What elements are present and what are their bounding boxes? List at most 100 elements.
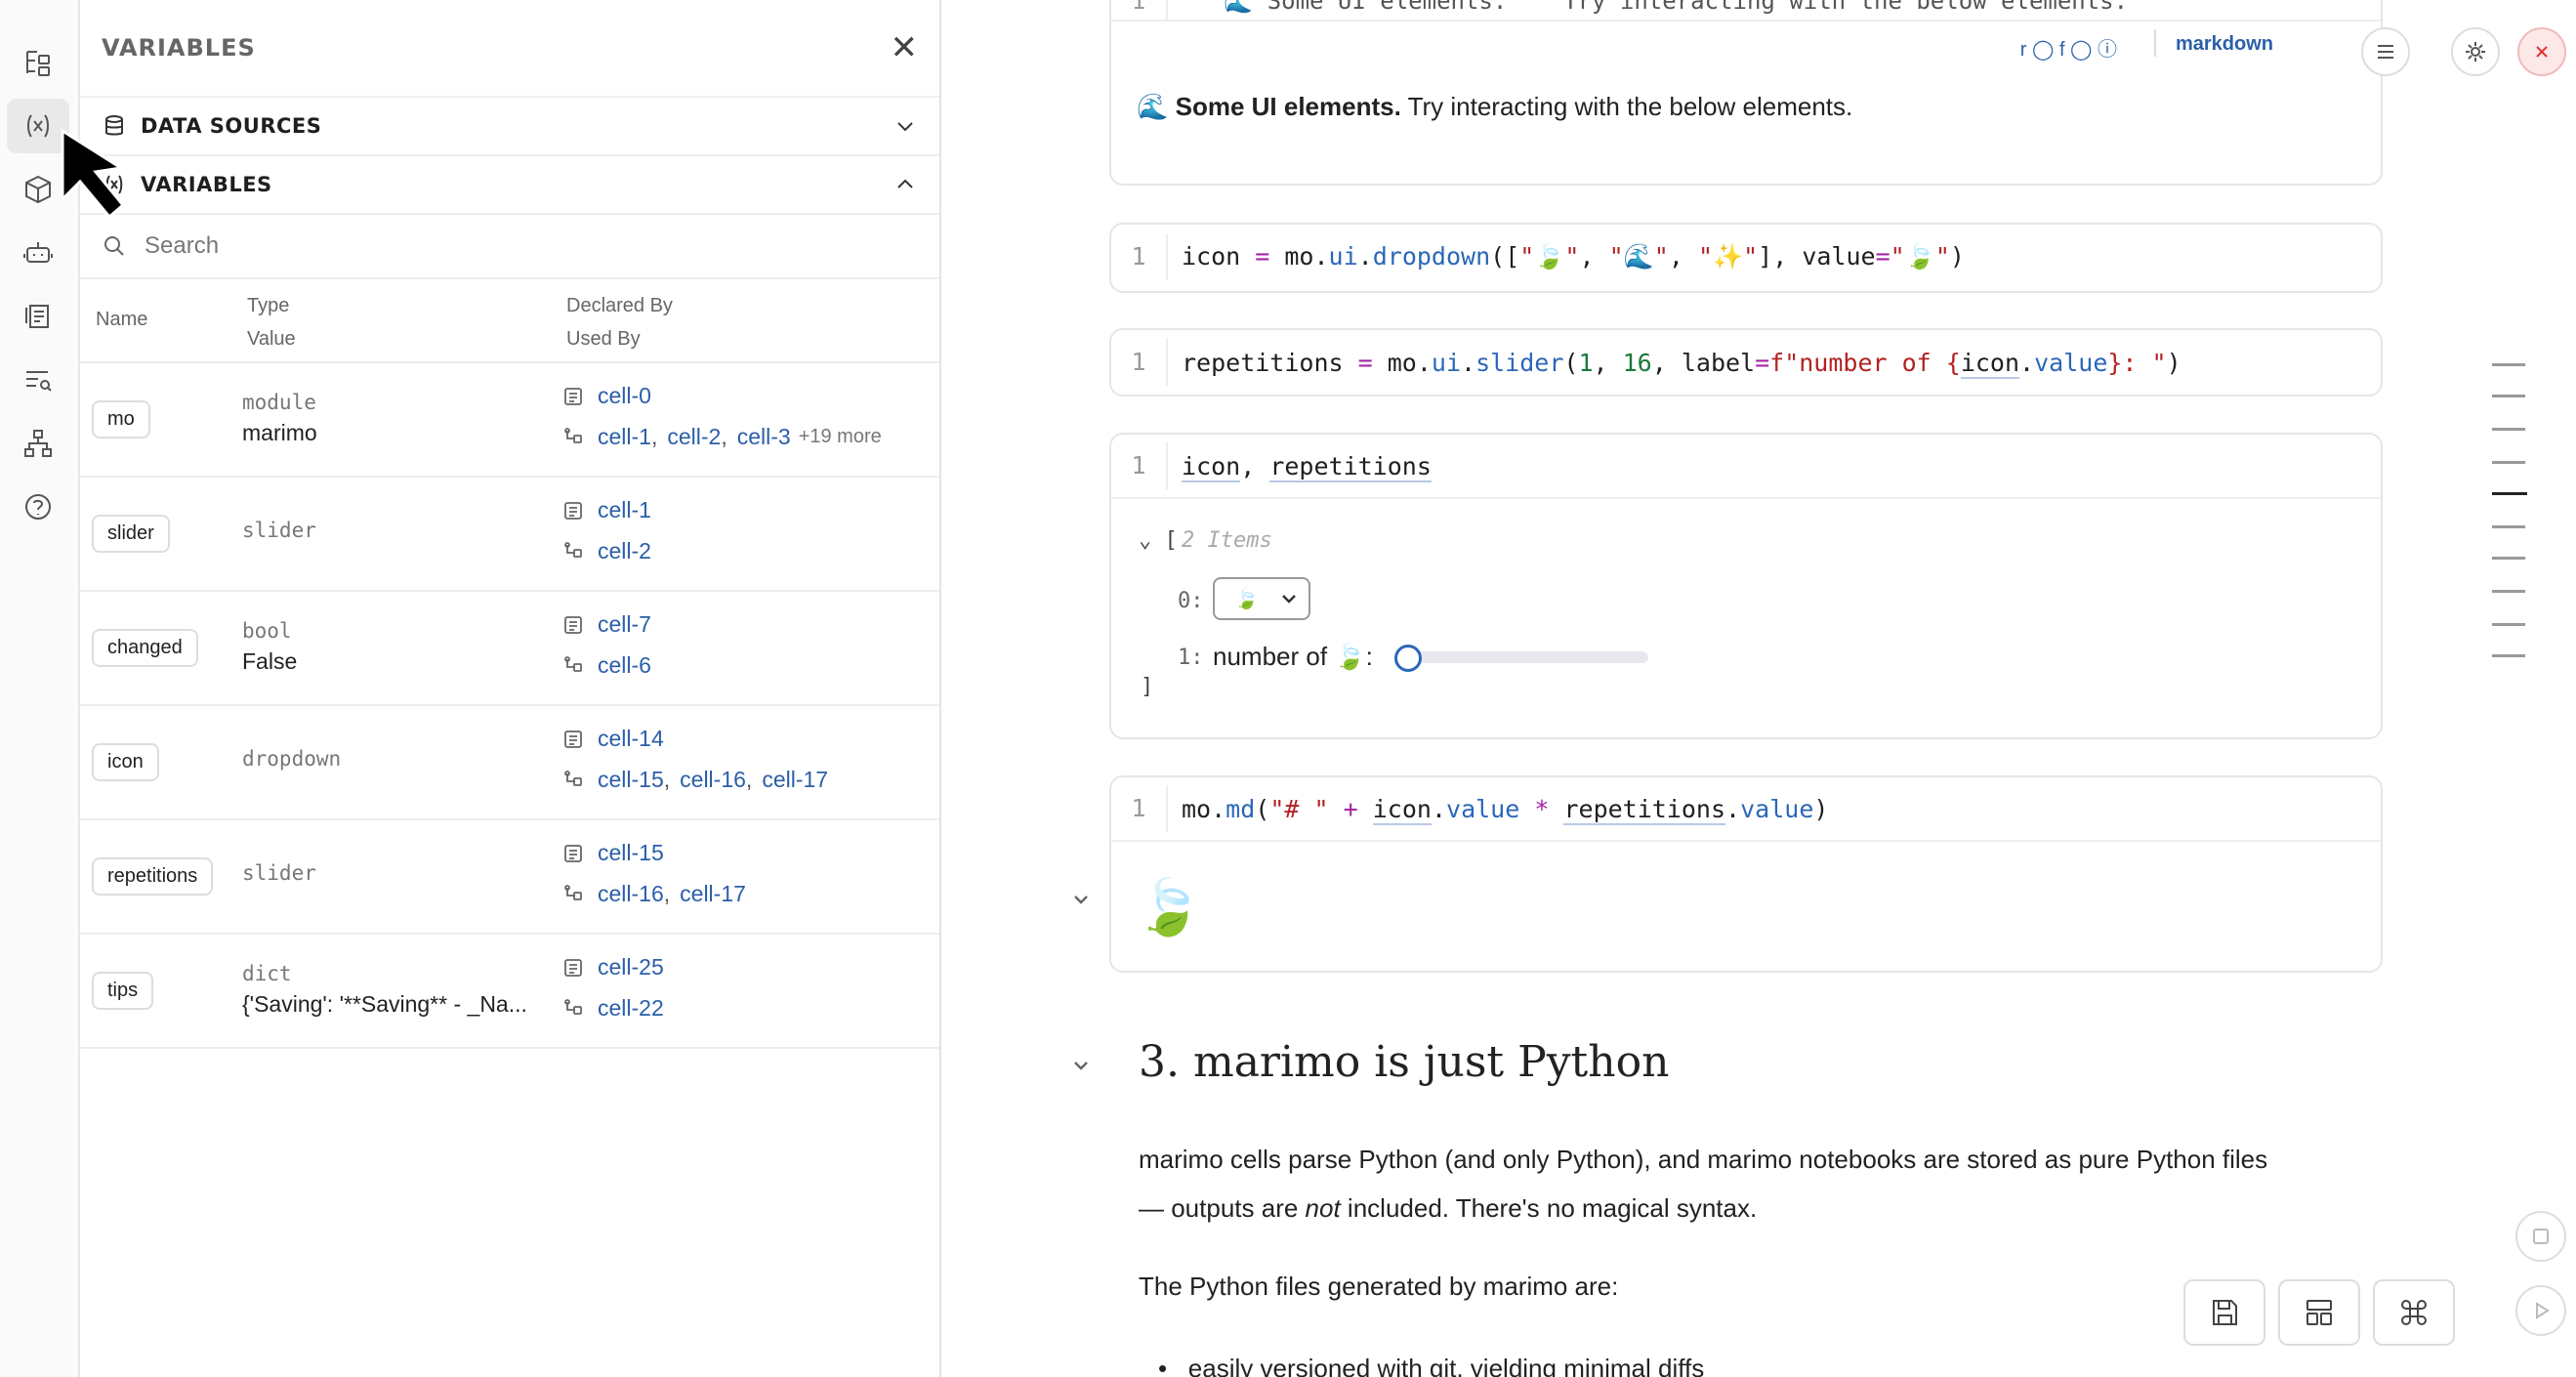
para-text-em: not xyxy=(1305,1193,1341,1223)
cell-link[interactable]: cell-14 xyxy=(598,726,664,751)
col-declared-by[interactable]: Declared By xyxy=(566,295,673,316)
logs-scroll-icon[interactable] xyxy=(7,289,69,344)
language-toolbar[interactable]: r ◯ f ◯ ⓘ xyxy=(2019,39,2117,61)
cell-link[interactable]: cell-1 xyxy=(598,424,651,449)
help-icon[interactable] xyxy=(7,480,69,534)
cell-link[interactable]: cell-2 xyxy=(598,538,651,563)
cell-link[interactable]: cell-1 xyxy=(598,497,651,522)
menu-button[interactable] xyxy=(2361,27,2410,76)
variables-icon[interactable] xyxy=(7,99,69,153)
used-by: cell-22 xyxy=(562,995,664,1022)
search-input[interactable] xyxy=(145,232,730,260)
cell-link[interactable]: cell-22 xyxy=(598,995,664,1021)
shutdown-button[interactable] xyxy=(2517,27,2566,76)
variable-name-chip[interactable]: icon xyxy=(92,743,159,781)
command-palette-button[interactable] xyxy=(2373,1279,2455,1346)
package-icon[interactable] xyxy=(7,162,69,217)
panel-title: VARIABLES xyxy=(102,34,256,62)
comma: , xyxy=(745,767,753,792)
declared-by: cell-25 xyxy=(562,954,664,981)
save-button[interactable] xyxy=(2183,1279,2265,1346)
repetitions-slider-track[interactable] xyxy=(1402,651,1648,663)
collapse-toggle[interactable]: ⌄ [ xyxy=(1139,528,1178,553)
variable-name-chip[interactable]: slider xyxy=(92,515,170,553)
cell-icon xyxy=(564,730,582,748)
ai-bot-icon[interactable] xyxy=(7,226,69,280)
dependency-graph-icon[interactable] xyxy=(7,416,69,471)
code-cell-tuple[interactable]: 1 icon, repetitions ⌄ [ 2 Items 0: 🍃 1: … xyxy=(1109,433,2383,739)
gear-icon xyxy=(2466,42,2485,62)
chevron-down-icon xyxy=(897,122,913,132)
cell-link[interactable]: cell-3 xyxy=(736,424,791,449)
cell-link[interactable]: cell-7 xyxy=(598,611,651,637)
cell-link[interactable]: cell-25 xyxy=(598,954,664,980)
variable-value: marimo xyxy=(242,420,317,445)
search-list-icon[interactable] xyxy=(7,353,69,407)
line-number: 1 xyxy=(1111,785,1168,832)
close-panel-icon[interactable]: ✕ xyxy=(890,28,919,67)
used-by: cell-2 xyxy=(562,538,651,564)
variable-name-chip[interactable]: mo xyxy=(92,400,150,438)
wave-emoji: 🌊 xyxy=(1137,92,1169,121)
command-icon xyxy=(2401,1300,2427,1325)
more-link[interactable]: +19 more xyxy=(798,426,882,447)
collapse-section-chevron[interactable] xyxy=(1070,1055,1092,1076)
used-by: cell-15,cell-16,cell-17 xyxy=(562,767,828,793)
layout-button[interactable] xyxy=(2278,1279,2360,1346)
code-cell-slider[interactable]: 1 repetitions = mo.ui.slider(1, 16, labe… xyxy=(1109,328,2383,396)
markdown-cell[interactable]: 1 """🌊 Some UI elements.""" Try interact… xyxy=(1109,0,2383,186)
chevron-down-icon xyxy=(1282,595,1296,604)
repetitions-slider-thumb[interactable] xyxy=(1394,645,1422,672)
declared-by: cell-15 xyxy=(562,840,664,866)
cell-link[interactable]: cell-15 xyxy=(598,840,664,865)
variable-name-chip[interactable]: tips xyxy=(92,972,154,1010)
md-output-leaf: 🍃 xyxy=(1135,876,1203,939)
language-label[interactable]: markdown xyxy=(2175,33,2273,55)
code-cell-dropdown[interactable]: 1 icon = mo.ui.dropdown(["🍃", "🌊", "✨"],… xyxy=(1109,223,2383,293)
settings-button[interactable] xyxy=(2451,27,2500,76)
cell-link[interactable]: cell-2 xyxy=(667,424,722,449)
section-heading: 3. marimo is just Python xyxy=(1139,1037,1670,1087)
variables-panel: VARIABLES ✕ DATA SOURCES VARIABLES Name … xyxy=(80,0,941,1377)
cell-link[interactable]: cell-0 xyxy=(598,383,651,408)
chevron-down-icon xyxy=(1074,1062,1088,1070)
md-rendered: 🌊 Some UI elements. Try interacting with… xyxy=(1137,92,1852,122)
md-rest-text: Try interacting with the below elements. xyxy=(1400,92,1853,121)
comma: , xyxy=(663,767,671,792)
close-icon xyxy=(2536,46,2548,58)
para-text-pre: — outputs are xyxy=(1139,1193,1306,1223)
collapse-output-chevron[interactable] xyxy=(1070,889,1092,910)
variable-name-chip[interactable]: repetitions xyxy=(92,857,214,896)
col-name[interactable]: Name xyxy=(96,309,148,330)
file-tree-icon[interactable] xyxy=(7,35,69,90)
cell-link[interactable]: cell-6 xyxy=(598,652,651,678)
notebook-area: 1 """🌊 Some UI elements.""" Try interact… xyxy=(943,0,2576,1377)
database-icon xyxy=(105,115,123,136)
declared-by: cell-0 xyxy=(562,383,651,409)
col-value[interactable]: Value xyxy=(247,328,296,350)
comma: , xyxy=(721,424,727,449)
col-used-by[interactable]: Used By xyxy=(566,328,641,350)
paragraph-1-line-2: — outputs are not included. There's no m… xyxy=(1139,1193,2389,1224)
cell-link[interactable]: cell-17 xyxy=(680,881,746,906)
cell-link[interactable]: cell-16 xyxy=(680,767,746,792)
reference-icon xyxy=(564,998,582,1015)
cell-link[interactable]: cell-15 xyxy=(598,767,664,792)
data-sources-section[interactable]: DATA SOURCES xyxy=(80,98,939,156)
interrupt-button[interactable] xyxy=(2515,1211,2566,1262)
col-type[interactable]: Type xyxy=(247,295,290,316)
variable-name-chip[interactable]: changed xyxy=(92,629,198,667)
cell-link[interactable]: cell-17 xyxy=(762,767,829,792)
cell-link[interactable]: cell-16 xyxy=(598,881,664,906)
chevron-up-icon xyxy=(897,179,913,188)
reference-icon xyxy=(564,770,582,786)
run-button[interactable] xyxy=(2515,1285,2566,1336)
variable-type: dropdown xyxy=(242,747,342,771)
code-cell-md[interactable]: 1 mo.md("# " + icon.value * repetitions.… xyxy=(1109,775,2383,973)
variables-section[interactable]: VARIABLES xyxy=(80,156,939,215)
search-icon xyxy=(104,236,124,256)
icon-dropdown[interactable]: 🍃 xyxy=(1213,577,1310,620)
